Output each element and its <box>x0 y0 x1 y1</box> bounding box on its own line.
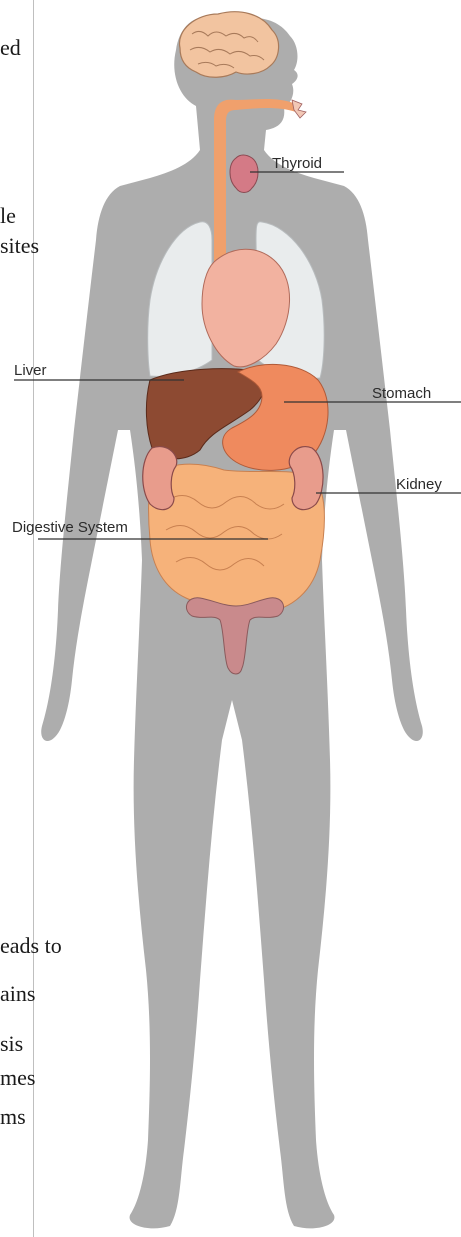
brain <box>179 12 278 78</box>
digestive-system-label: Digestive System <box>12 519 128 536</box>
kidney-label: Kidney <box>396 476 442 493</box>
thyroid-label: Thyroid <box>272 155 322 172</box>
liver-label: Liver <box>14 362 47 379</box>
stomach-label: Stomach <box>372 385 431 402</box>
